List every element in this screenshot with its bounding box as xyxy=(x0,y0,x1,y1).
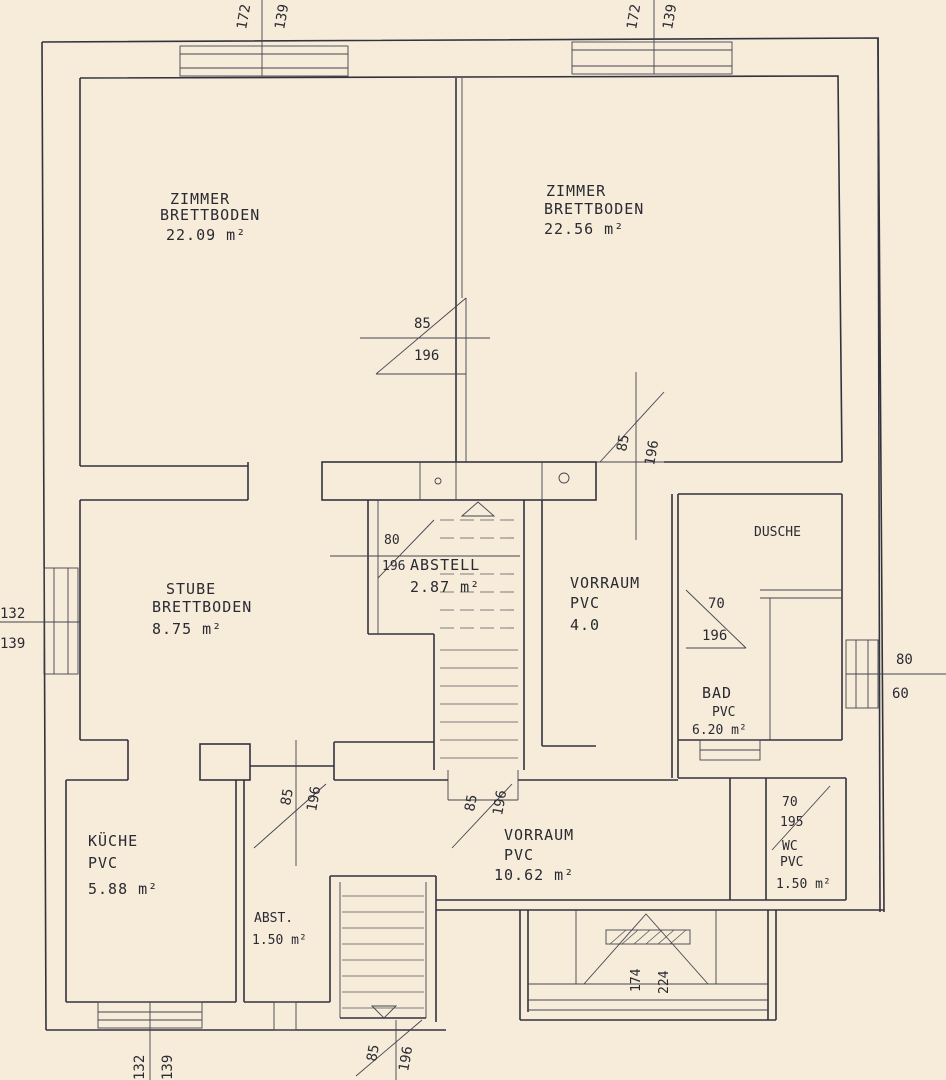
bath-block xyxy=(542,493,843,779)
room-floor: PVC xyxy=(504,846,534,864)
chimney-block xyxy=(321,461,597,501)
room-name: ABST. xyxy=(254,911,293,926)
dim-right-window-2: 60 xyxy=(892,686,909,702)
room-bad: BAD PVC 6.20 m² xyxy=(692,684,747,738)
room-kueche: KÜCHE PVC 5.88 m² xyxy=(88,831,158,898)
room-name: DUSCHE xyxy=(754,525,801,540)
room-name: STUBE xyxy=(166,580,216,598)
room-area: 1.50 m² xyxy=(252,933,307,948)
room-name: ABSTELL xyxy=(410,556,480,574)
room-vorraum-top: VORRAUM PVC 4.0 xyxy=(570,574,640,634)
dim-door-bad-w: 70 xyxy=(708,596,725,612)
room-name: KÜCHE xyxy=(88,831,138,850)
room-floor: BRETTBODEN xyxy=(544,200,644,218)
lower-walls xyxy=(199,741,884,1022)
dim-entrance-2: 224 xyxy=(657,970,672,994)
top-window-right xyxy=(571,0,733,75)
dim-door-vorraum-h: 196 xyxy=(642,439,662,467)
stair-lower xyxy=(342,895,424,1019)
room-zimmer-right: ZIMMER BRETTBODEN 22.56 m² xyxy=(544,182,644,238)
entrance xyxy=(519,910,777,1021)
room-name: VORRAUM xyxy=(504,826,574,844)
room-wc: WC PVC 1.50 m² xyxy=(776,839,831,892)
dim-bottom-window-2: 139 xyxy=(160,1055,176,1080)
abstell-stair xyxy=(367,500,543,800)
room-floor: PVC xyxy=(570,594,600,612)
room-area: 5.88 m² xyxy=(88,880,158,898)
dim-door-zimmer-h: 196 xyxy=(414,348,439,364)
dim-door-bad-h: 196 xyxy=(702,628,727,644)
room-stube: STUBE BRETTBODEN 8.75 m² xyxy=(152,580,252,638)
top-window-left xyxy=(179,0,349,77)
room-name: ZIMMER xyxy=(170,190,230,208)
dim-door-zimmer-w: 85 xyxy=(414,316,431,332)
dim-door-abstell-w: 80 xyxy=(384,533,400,548)
room-abstell-top: ABSTELL 2.87 m² xyxy=(410,556,480,596)
room-vorraum-bottom: VORRAUM PVC 10.62 m² xyxy=(494,826,574,884)
room-abst-bottom: ABST. 1.50 m² xyxy=(252,911,307,948)
dim-bottom-window-1: 132 xyxy=(132,1055,148,1080)
dim-left-window-1: 132 xyxy=(0,606,25,622)
dim-door-vorraum-w: 85 xyxy=(614,433,633,452)
dim-door-wc-w: 70 xyxy=(782,795,798,810)
room-name: VORRAUM xyxy=(570,574,640,592)
room-area: 1.50 m² xyxy=(776,877,831,892)
dim-door-wc-h: 195 xyxy=(780,815,803,830)
dim-left-window-2: 139 xyxy=(0,636,25,652)
right-window xyxy=(845,639,946,709)
room-area: 2.87 m² xyxy=(410,578,480,596)
room-floor: BRETTBODEN xyxy=(160,206,260,224)
room-area: 8.75 m² xyxy=(152,620,222,638)
room-area: 6.20 m² xyxy=(692,723,747,738)
dim-bottom-door-h: 196 xyxy=(396,1045,416,1073)
room-name: WC xyxy=(782,839,798,854)
room-floor: BRETTBODEN xyxy=(152,598,252,616)
room-floor: PVC xyxy=(780,855,803,870)
dim-door-abstell-h: 196 xyxy=(382,559,405,574)
room-area: 22.09 m² xyxy=(166,226,246,244)
dim-door-abst-h: 196 xyxy=(304,785,324,813)
door-swings xyxy=(253,297,831,1080)
dim-bottom-door-w: 85 xyxy=(364,1043,383,1062)
dim-door-vorraum-bottom-w: 85 xyxy=(462,793,481,812)
room-area: 10.62 m² xyxy=(494,866,574,884)
dim-top-right-1: 172 xyxy=(624,3,644,31)
room-floor: PVC xyxy=(712,705,735,720)
bottom-window xyxy=(97,1001,203,1080)
dim-door-abst-w: 85 xyxy=(278,787,297,806)
room-zimmer-left: ZIMMER BRETTBODEN 22.09 m² xyxy=(160,190,260,244)
room-name: ZIMMER xyxy=(546,182,606,200)
room-name: BAD xyxy=(702,684,732,702)
left-window xyxy=(0,567,80,675)
room-area: 4.0 xyxy=(570,616,600,634)
dim-top-left-1: 172 xyxy=(234,3,254,31)
dimension-labels: 172 139 172 139 85 196 85 196 80 196 70 … xyxy=(0,3,913,1080)
dim-top-right-2: 139 xyxy=(660,3,680,31)
room-floor: PVC xyxy=(88,854,118,872)
room-area: 22.56 m² xyxy=(544,220,624,238)
dim-entrance-1: 174 xyxy=(629,968,644,992)
room-dusche: DUSCHE xyxy=(754,525,801,540)
dim-right-window-1: 80 xyxy=(896,652,913,668)
dim-top-left-2: 139 xyxy=(272,3,292,31)
dim-door-vorraum-bottom-h: 196 xyxy=(490,789,510,817)
